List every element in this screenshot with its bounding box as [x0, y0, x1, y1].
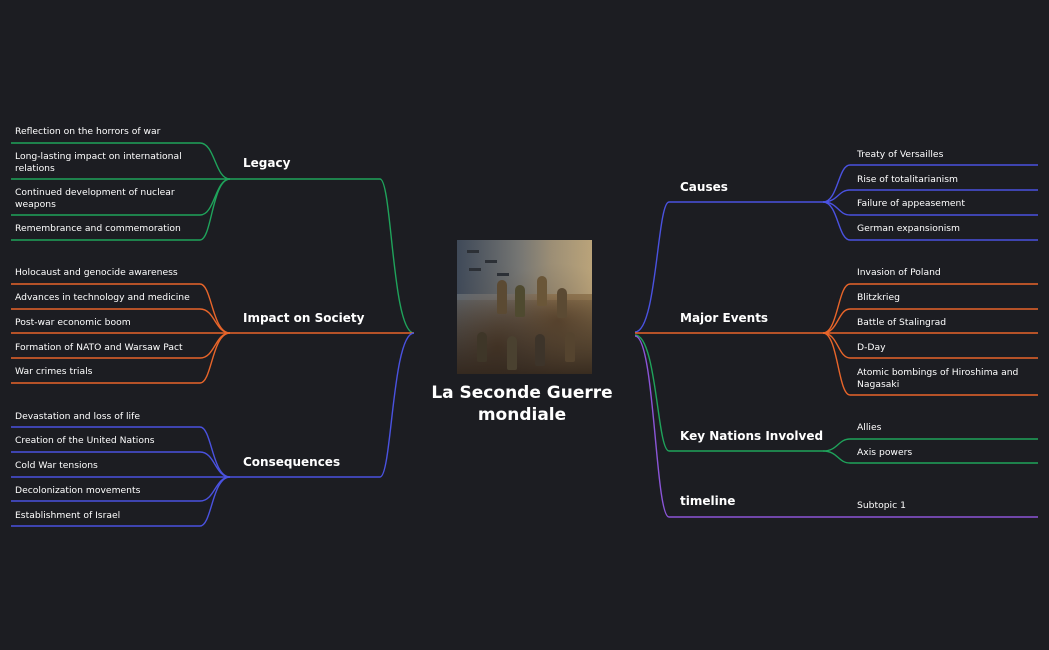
branch-major-events[interactable]: Major Events: [680, 311, 769, 325]
connector-legacy: [230, 178, 415, 334]
leaf-impact-4[interactable]: Formation of NATO and Warsaw Pact: [15, 342, 183, 353]
soldier-shape: [497, 280, 507, 314]
leaf-events-1[interactable]: Invasion of Poland: [857, 267, 941, 278]
leaf-causes-3[interactable]: Failure of appeasement: [857, 198, 965, 209]
leaf-impact-1[interactable]: Holocaust and genocide awareness: [15, 267, 178, 278]
soldier-shape: [515, 285, 525, 317]
plane-shape: [485, 260, 497, 263]
soldier-shape: [507, 336, 517, 370]
leaf-events-5[interactable]: Atomic bombings of Hiroshima and Nagasak…: [857, 367, 1019, 390]
leaf-causes-1[interactable]: Treaty of Versailles: [857, 149, 944, 160]
soldier-shape: [557, 288, 567, 318]
leaf-consequences-5[interactable]: Establishment of Israel: [15, 510, 121, 521]
leaf-impact-5[interactable]: War crimes trials: [15, 366, 93, 377]
leaf-nations-1[interactable]: Allies: [857, 422, 882, 433]
connector-key-nations: [634, 334, 823, 452]
leaf-events-3[interactable]: Battle of Stalingrad: [857, 317, 947, 328]
leaf-timeline-1[interactable]: Subtopic 1: [857, 500, 906, 511]
central-topic-title[interactable]: La Seconde Guerre mondiale: [431, 383, 613, 425]
plane-shape: [469, 268, 481, 271]
leaf-impact-3[interactable]: Post-war economic boom: [15, 317, 131, 328]
leaf-consequences-2[interactable]: Creation of the United Nations: [15, 435, 155, 446]
connector-consequences: [230, 332, 415, 478]
leaf-impact-2[interactable]: Advances in technology and medicine: [15, 292, 190, 303]
branch-key-nations-involved[interactable]: Key Nations Involved: [680, 429, 824, 443]
branch-timeline[interactable]: timeline: [680, 494, 736, 508]
connector-causes: [634, 201, 823, 333]
central-topic-image[interactable]: [457, 240, 592, 374]
leaf-consequences-4[interactable]: Decolonization movements: [15, 485, 141, 496]
leaf-events-2[interactable]: Blitzkrieg: [857, 292, 900, 303]
leaf-causes-4[interactable]: German expansionism: [857, 223, 960, 234]
soldier-shape: [565, 332, 575, 362]
connector-timeline: [634, 335, 1038, 518]
branch-impact-on-society[interactable]: Impact on Society: [243, 311, 365, 325]
soldier-shape: [537, 276, 547, 306]
leaf-causes-2[interactable]: Rise of totalitarianism: [857, 174, 958, 185]
soldier-shape: [535, 334, 545, 366]
leaf-legacy-3[interactable]: Continued development of nuclear weapons: [15, 187, 175, 210]
branch-consequences[interactable]: Consequences: [243, 455, 341, 469]
leaf-events-4[interactable]: D-Day: [857, 342, 886, 353]
leaf-consequences-1[interactable]: Devastation and loss of life: [15, 411, 140, 422]
soldier-shape: [477, 332, 487, 362]
leaf-legacy-4[interactable]: Remembrance and commemoration: [15, 223, 181, 234]
plane-shape: [497, 273, 509, 276]
plane-shape: [467, 250, 479, 253]
leaf-consequences-3[interactable]: Cold War tensions: [15, 460, 98, 471]
image-sky: [457, 240, 592, 294]
branch-legacy[interactable]: Legacy: [243, 156, 291, 170]
leaf-nations-2[interactable]: Axis powers: [857, 447, 913, 458]
branch-causes[interactable]: Causes: [680, 180, 728, 194]
leaf-legacy-2[interactable]: Long-lasting impact on international rel…: [15, 151, 182, 174]
leaf-legacy-1[interactable]: Reflection on the horrors of war: [15, 126, 161, 137]
